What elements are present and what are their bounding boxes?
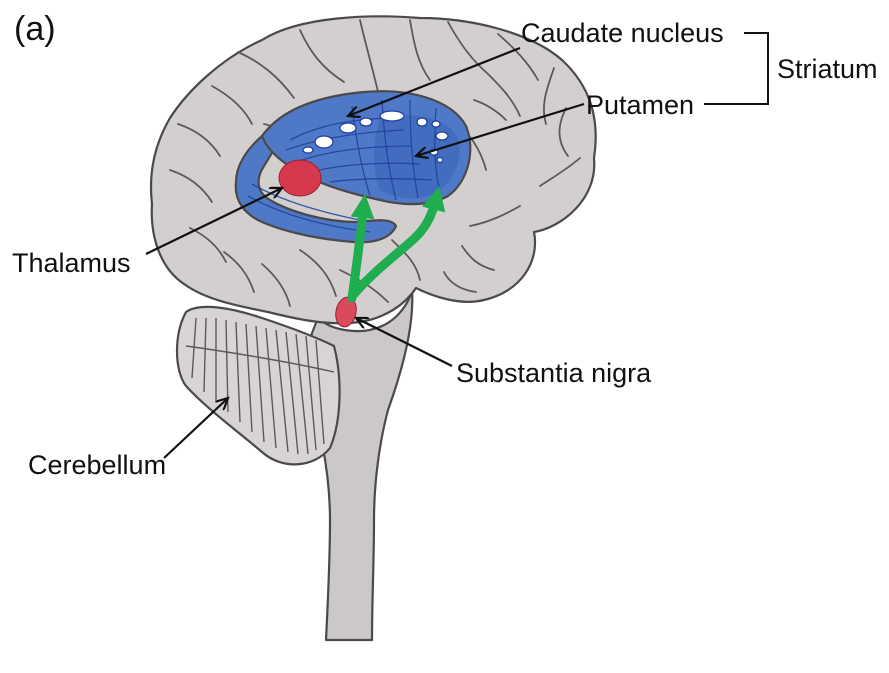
putamen-label: Putamen bbox=[586, 90, 694, 120]
caudate-nucleus-label: Caudate nucleus bbox=[521, 18, 724, 48]
panel-label: (a) bbox=[14, 10, 56, 48]
thalamus bbox=[279, 160, 321, 196]
striatum-label: Striatum bbox=[777, 54, 878, 84]
cerebellum-label: Cerebellum bbox=[28, 450, 166, 480]
thalamus-label: Thalamus bbox=[12, 248, 131, 278]
cerebellum-pointer-arrow bbox=[164, 398, 228, 458]
substantia-nigra-label: Substantia nigra bbox=[456, 358, 652, 388]
